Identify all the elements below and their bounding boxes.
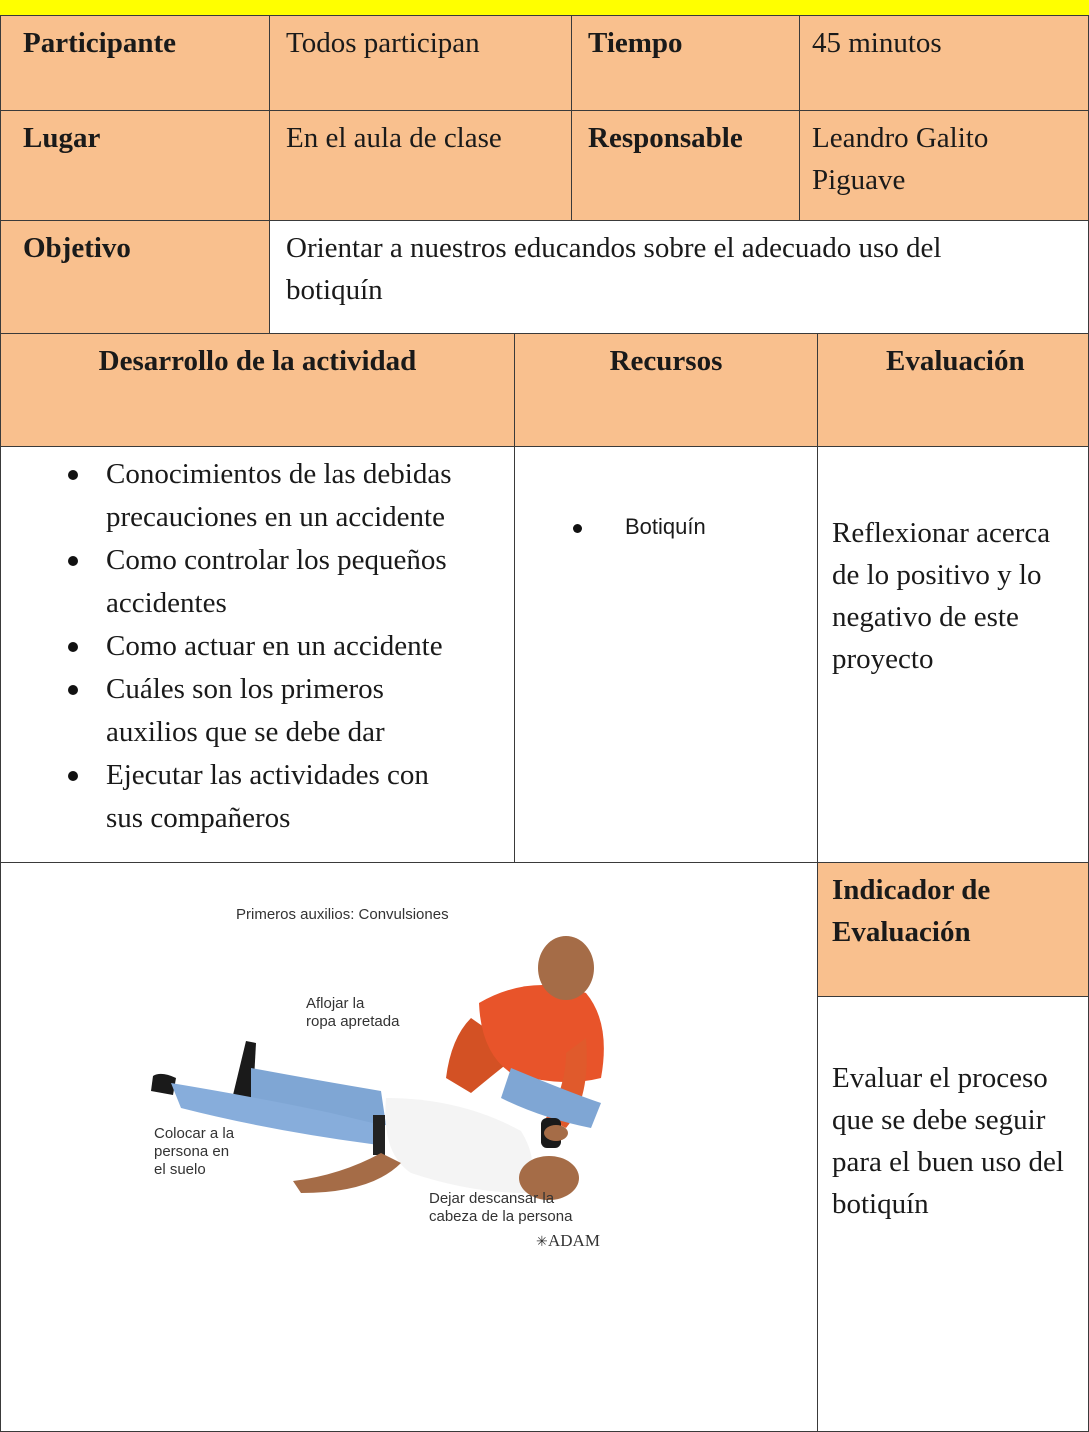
participante-value-cell: Todos participan [269, 15, 572, 111]
patient-figure [151, 1041, 579, 1200]
lugar-value: En el aula de clase [286, 122, 502, 154]
tiempo-value: 45 minutos [812, 27, 942, 59]
activity-item: Cuáles son los primeros auxilios que se … [68, 668, 514, 754]
activity-item: Ejecutar las actividades con sus compañe… [68, 754, 514, 840]
activities-list: Conocimientos de las debidas precaucione… [1, 453, 514, 840]
label-dejar-2: cabeza de la persona [429, 1208, 573, 1225]
desarrollo-header-cell: Desarrollo de la actividad [0, 333, 515, 447]
evaluacion-line: de lo positivo y lo [832, 559, 1042, 591]
desarrollo-header: Desarrollo de la actividad [98, 345, 417, 377]
label-aflojar-2: ropa apretada [306, 1013, 400, 1030]
evaluacion-line: Reflexionar acerca [832, 517, 1051, 549]
responsable-value-cell: Leandro Galito Piguave [799, 110, 1089, 221]
participante-value: Todos participan [286, 27, 480, 59]
activity-line: accidentes [106, 587, 227, 619]
label-colocar-3: el suelo [154, 1161, 206, 1178]
indicador-label-line1: Indicador de [832, 874, 991, 906]
objetivo-value-line2: botiquín [286, 274, 383, 306]
lugar-label-cell: Lugar [0, 110, 270, 221]
indicador-label-line2: Evaluación [832, 916, 971, 948]
activities-cell: Conocimientos de las debidas precaucione… [0, 446, 515, 863]
activity-item: Como actuar en un accidente [68, 625, 514, 668]
activity-line: Como controlar los pequeños [106, 544, 447, 576]
responsable-label-cell: Responsable [571, 110, 800, 221]
label-colocar-1: Colocar a la [154, 1125, 235, 1142]
tiempo-label-cell: Tiempo [571, 15, 800, 111]
indicador-line: que se debe seguir [832, 1104, 1046, 1136]
recursos-bullet [573, 524, 582, 533]
activity-line: sus compañeros [106, 802, 291, 834]
tiempo-value-cell: 45 minutos [799, 15, 1089, 111]
objetivo-label: Objetivo [23, 232, 131, 264]
activity-line: auxilios que se debe dar [106, 716, 385, 748]
participante-label-cell: Participante [0, 15, 270, 111]
indicador-line: para el buen uso del [832, 1146, 1064, 1178]
lugar-label: Lugar [23, 122, 101, 154]
activity-item: Como controlar los pequeños accidentes [68, 539, 514, 625]
evaluacion-line: proyecto [832, 643, 934, 675]
recursos-header-cell: Recursos [514, 333, 818, 447]
objetivo-value-line1: Orientar a nuestros educandos sobre el a… [286, 232, 942, 264]
evaluacion-line: negativo de este [832, 601, 1019, 633]
activity-line: Cuáles son los primeros [106, 673, 384, 705]
label-aflojar-1: Aflojar la [306, 995, 365, 1012]
participante-label: Participante [23, 27, 177, 59]
lugar-value-cell: En el aula de clase [269, 110, 572, 221]
first-aid-illustration: Primeros auxilios: Convulsiones Aflojar … [151, 906, 604, 1250]
illustration-cell: Primeros auxilios: Convulsiones Aflojar … [0, 862, 818, 1432]
indicador-line: botiquín [832, 1188, 929, 1220]
adam-star-icon: ✳ [536, 1235, 548, 1250]
activity-line: Como actuar en un accidente [106, 630, 443, 662]
adam-logo: ADAM [548, 1231, 600, 1250]
objetivo-value-cell: Orientar a nuestros educandos sobre el a… [269, 220, 1089, 334]
activity-line: Ejecutar las actividades con [106, 759, 429, 791]
tiempo-label: Tiempo [588, 27, 683, 59]
label-dejar-1: Dejar descansar la [429, 1190, 555, 1207]
illustration-title: Primeros auxilios: Convulsiones [236, 906, 449, 923]
indicador-text-cell: Evaluar el proceso que se debe seguir pa… [817, 996, 1089, 1432]
rescuer-figure [446, 936, 604, 1148]
activity-item: Conocimientos de las debidas precaucione… [68, 453, 514, 539]
evaluacion-cell: Reflexionar acerca de lo positivo y lo n… [817, 446, 1089, 863]
recursos-header: Recursos [609, 345, 723, 377]
recursos-cell: Botiquín [514, 446, 818, 863]
indicador-line: Evaluar el proceso [832, 1062, 1048, 1094]
activity-line: Conocimientos de las debidas [106, 458, 452, 490]
objetivo-label-cell: Objetivo [0, 220, 270, 334]
label-colocar-2: persona en [154, 1143, 229, 1160]
indicador-label-cell: Indicador de Evaluación [817, 862, 1089, 997]
header-strip [0, 0, 1089, 17]
activity-line: precauciones en un accidente [106, 501, 445, 533]
responsable-label: Responsable [588, 122, 743, 154]
recursos-item: Botiquín [625, 514, 706, 539]
responsable-value-line2: Piguave [812, 164, 906, 196]
evaluacion-header: Evaluación [886, 345, 1025, 377]
responsable-value-line1: Leandro Galito [812, 122, 989, 154]
evaluacion-header-cell: Evaluación [817, 333, 1089, 447]
